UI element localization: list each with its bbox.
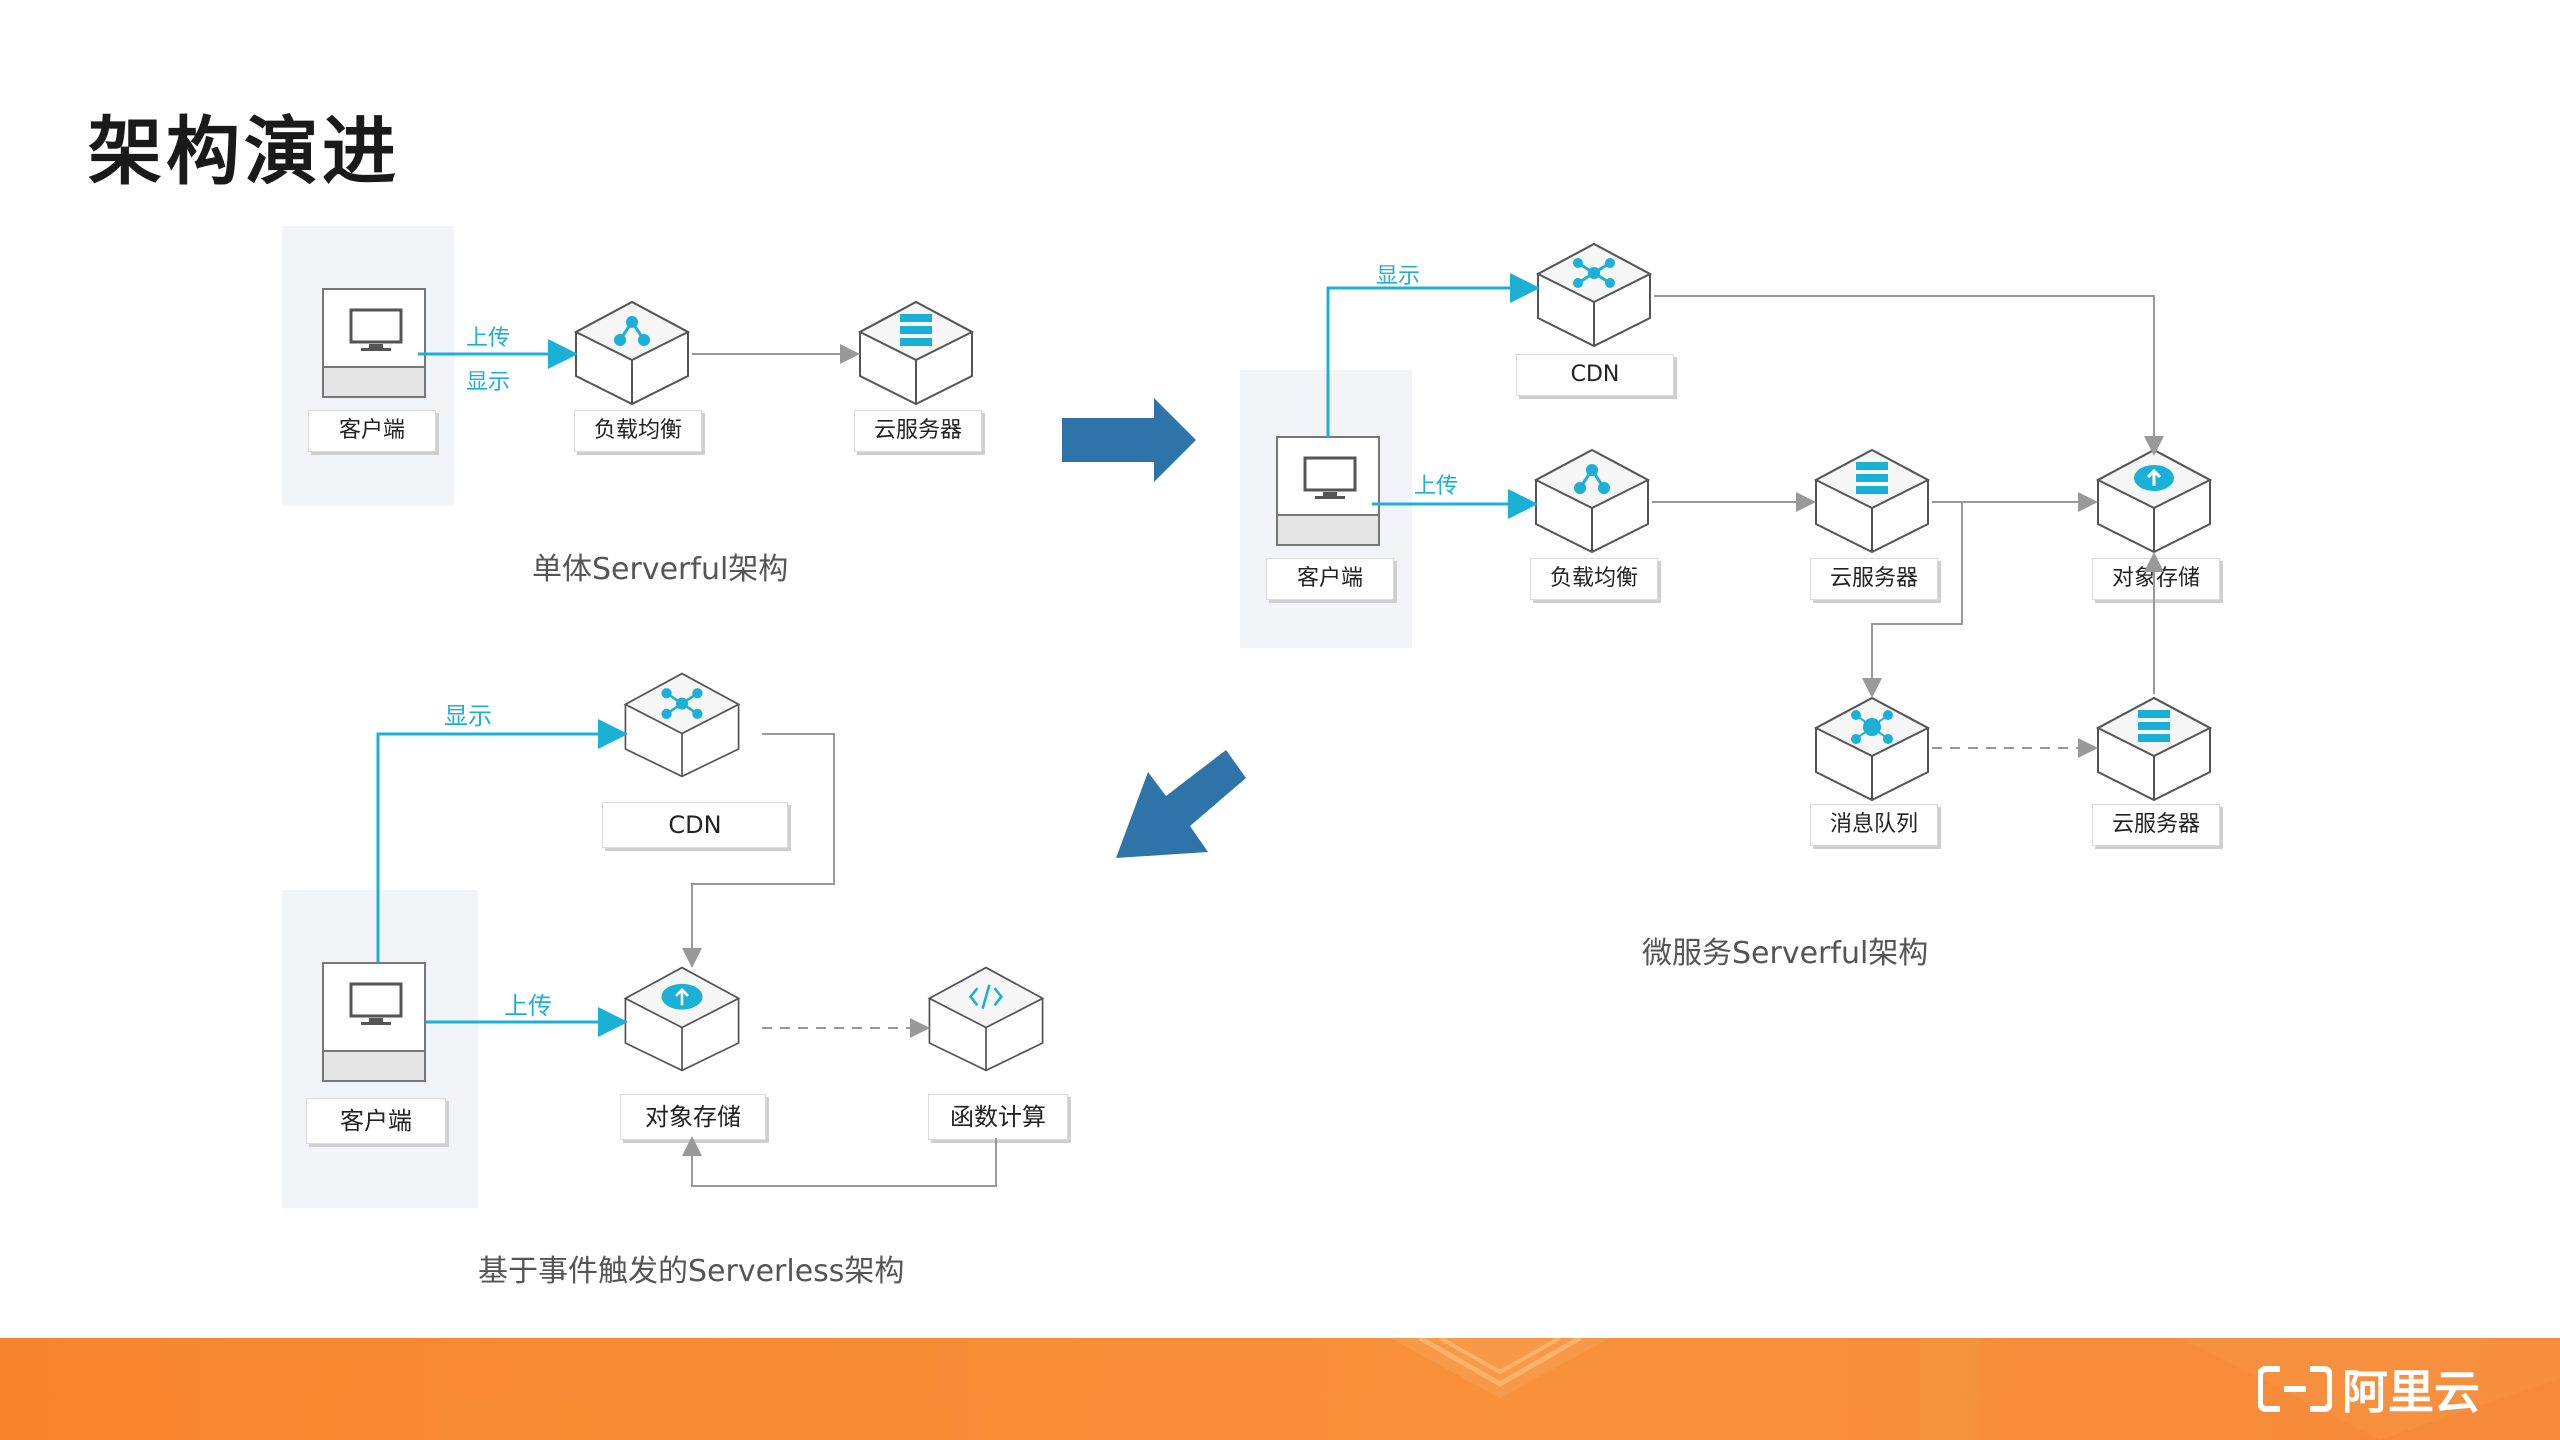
mono-display-label: 显示 [466,370,511,395]
event-fc-icon [927,966,1045,1072]
event-fc-to-storage [682,1136,997,1187]
micro-server-to-mq [1862,501,1963,698]
event-cdn-to-storage [682,733,835,968]
micro-client-monitor-icon [1276,436,1380,546]
micro-server-label: 云服务器 [1810,558,1938,600]
mono-client-monitor-icon [322,288,426,398]
micro-server-icon [1813,448,1931,554]
micro-lb-icon [1533,448,1651,554]
micro-server2-label: 云服务器 [2092,804,2220,846]
brand-logo: 阿里云 [2258,1360,2480,1419]
event-client-monitor-icon [322,962,426,1082]
mono-client-label: 客户端 [308,410,436,452]
mono-lb-label: 负载均衡 [574,410,702,452]
micro-display-label: 显示 [1376,264,1421,289]
big-arrow-down-left [1116,750,1246,858]
brand-name: 阿里云 [2342,1365,2480,1419]
caption-event: 基于事件触发的Serverless架构 [478,1254,905,1289]
mono-upload-label: 上传 [466,326,511,351]
caption-mono: 单体Serverful架构 [532,552,789,587]
big-arrow-right [1062,398,1196,482]
micro-mq-label: 消息队列 [1810,804,1938,846]
event-upload-label: 上传 [504,992,552,1020]
micro-cdn-to-storage [1654,295,2164,456]
mono-server-label: 云服务器 [854,410,982,452]
micro-client-label: 客户端 [1266,558,1394,600]
mono-server-icon [857,300,975,406]
aliyun-logo-icon [2258,1366,2332,1412]
footer-bar: 阿里云 [0,1338,2560,1440]
micro-client-to-cdn [1326,273,1540,438]
micro-server2-icon [2095,696,2213,802]
event-display-label: 显示 [444,702,492,730]
micro-storage-label: 对象存储 [2092,558,2220,600]
caption-micro: 微服务Serverful架构 [1642,936,1929,971]
event-storage-label: 对象存储 [620,1094,766,1140]
micro-upload-label: 上传 [1414,474,1459,499]
micro-mq-icon [1813,696,1931,802]
event-client-label: 客户端 [306,1098,446,1144]
micro-lb-label: 负载均衡 [1530,558,1658,600]
event-cdn-icon [623,672,741,778]
event-storage-icon [623,966,741,1072]
micro-storage-icon [2095,448,2213,554]
mono-lb-icon [573,300,691,406]
event-client-to-cdn [376,719,628,962]
page-title: 架构演进 [88,109,400,195]
event-fc-label: 函数计算 [928,1094,1068,1140]
micro-cdn-label: CDN [1516,354,1674,396]
event-cdn-label: CDN [602,802,788,848]
